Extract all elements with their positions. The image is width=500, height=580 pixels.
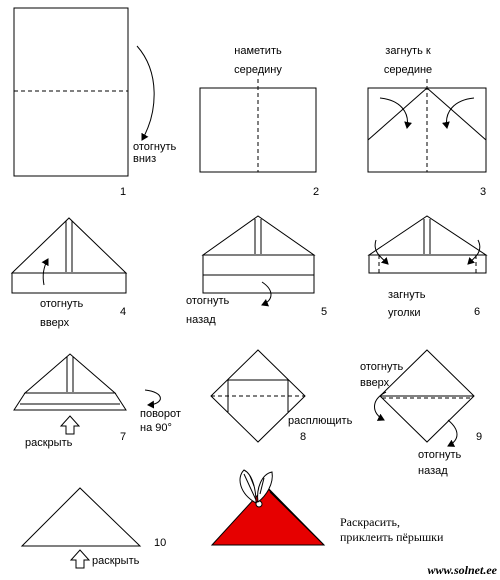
step-10-label-1: раскрыть	[92, 555, 140, 567]
left-corner-arrow-icon	[374, 239, 389, 265]
step-1: отогнуть вниз 1	[13, 7, 177, 198]
right-corner-arrow-icon	[467, 239, 481, 265]
step-4-label-2: вверх	[40, 317, 70, 329]
step-3-label-1: загнуть к	[385, 45, 431, 57]
step-7: раскрыть поворот на 90° 7	[13, 353, 181, 449]
open-arrow-icon	[59, 415, 81, 435]
step-7-label-1: раскрыть	[25, 437, 73, 449]
step-11-label-1: Раскрасить,	[340, 515, 400, 529]
step-1-number: 1	[120, 186, 126, 198]
step-5: отогнуть назад 5	[186, 215, 327, 326]
step-3-label-2: середине	[384, 64, 432, 76]
right-fold-line	[426, 87, 487, 141]
step-8-label-1: расплющить	[288, 415, 353, 427]
rotate-arrow-icon	[144, 389, 161, 409]
feather-icon	[239, 469, 257, 504]
triangle	[23, 353, 117, 394]
left-fold-line	[367, 87, 428, 141]
red-hat	[210, 485, 326, 546]
step-6-number: 6	[474, 306, 480, 318]
step-2: наметить середину 2	[199, 45, 319, 198]
step-4-label-1: отогнуть	[40, 298, 84, 310]
step-9-label-1: отогнуть	[360, 361, 404, 373]
feather-icon	[257, 471, 273, 503]
step-7-label-3: на 90°	[140, 422, 172, 434]
brim	[368, 254, 487, 274]
right-fold-arrow-icon	[441, 97, 475, 129]
step-4-number: 4	[120, 306, 126, 318]
feather-hole	[255, 500, 263, 508]
step-1-label-2: вниз	[133, 153, 156, 165]
paper-sheet	[13, 7, 129, 177]
step-2-label-2: середину	[234, 64, 282, 76]
fold-up-arrow-icon	[41, 258, 49, 286]
step-10-number: 10	[154, 537, 166, 549]
watermark: www.solnet.ee	[427, 563, 497, 577]
step-2-number: 2	[313, 186, 319, 198]
step-8-number: 8	[300, 431, 306, 443]
step-6-label-2: уголки	[388, 307, 421, 319]
step-5-label-2: назад	[186, 314, 216, 326]
fold-up-arrow-icon	[374, 391, 387, 421]
brim	[13, 392, 127, 411]
step-6: загнуть уголки 6	[367, 215, 488, 319]
step-3: загнуть к середине 3	[367, 45, 487, 198]
hat-triangle	[20, 487, 142, 547]
bottom-strip	[11, 272, 127, 294]
bottom-strip	[202, 274, 315, 294]
step-8: расплющить 8	[210, 349, 353, 443]
triangle	[367, 215, 488, 256]
step-7-number: 7	[120, 431, 126, 443]
step-6-label-1: загнуть	[388, 289, 426, 301]
fold-back-arrow-icon	[261, 281, 272, 307]
left-fold-arrow-icon	[379, 97, 413, 129]
diamond	[210, 349, 306, 443]
step-7-label-2: поворот	[140, 408, 181, 420]
open-arrow-icon	[69, 549, 91, 569]
step-10: раскрыть 10	[20, 487, 166, 569]
triangle	[10, 217, 128, 274]
step-9-number: 9	[476, 431, 482, 443]
step-9: отогнуть вверх отогнуть назад 9	[360, 349, 482, 477]
fold-back-arrow-icon	[447, 419, 458, 447]
step-9-label-4: назад	[418, 465, 448, 477]
step-5-number: 5	[321, 306, 327, 318]
step-4: отогнуть вверх 4	[10, 217, 128, 329]
fold-down-arrow-icon	[136, 45, 155, 141]
step-5-label-1: отогнуть	[186, 295, 230, 307]
step-11-label-2: приклеить пёрышки	[340, 530, 444, 544]
brim	[202, 254, 315, 276]
step-2-label-1: наметить	[234, 45, 282, 57]
step-9-label-3: отогнуть	[418, 449, 462, 461]
step-9-label-2: вверх	[360, 377, 390, 389]
step-3-number: 3	[480, 186, 486, 198]
step-11: Раскрасить, приклеить пёрышки	[210, 469, 444, 546]
step-1-label-1: отогнуть	[133, 141, 177, 153]
triangle	[201, 215, 316, 256]
